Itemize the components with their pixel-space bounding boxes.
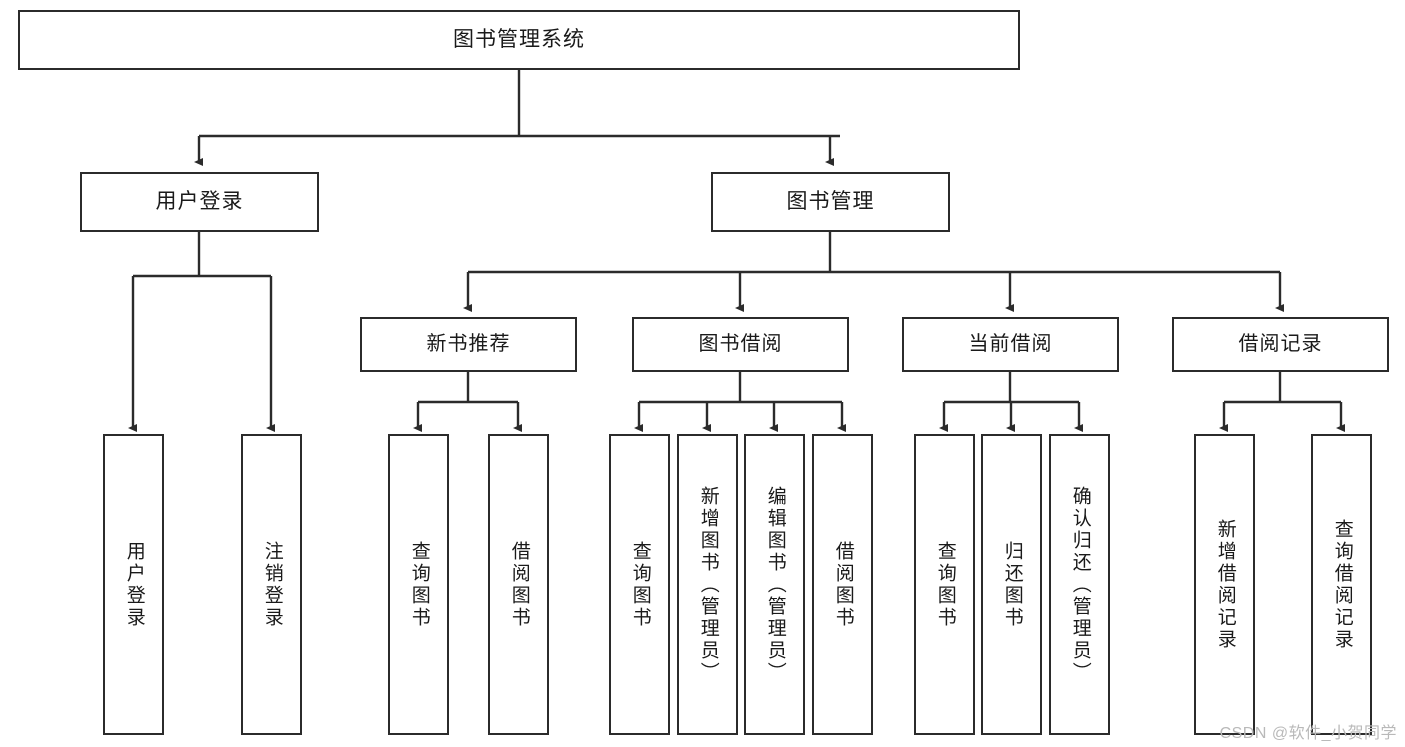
- node-label: 图书管理系统: [453, 27, 585, 51]
- node-book-management[interactable]: 图书管理: [711, 172, 950, 232]
- node-label: 新增借阅记录: [1214, 518, 1236, 651]
- node-label: 用户登录: [155, 189, 244, 213]
- node-label: 注销登录: [261, 540, 283, 629]
- node-label: 查询图书: [934, 540, 956, 629]
- node-leaf-add-book-admin[interactable]: 新增图书（管理员）: [677, 434, 738, 735]
- node-leaf-user-login[interactable]: 用户登录: [103, 434, 164, 735]
- node-label: 编辑图书（管理员）: [764, 485, 786, 684]
- node-label: 用户登录: [123, 540, 145, 629]
- node-leaf-query-book-3[interactable]: 查询图书: [914, 434, 975, 735]
- node-leaf-logout-login[interactable]: 注销登录: [241, 434, 302, 735]
- node-leaf-query-borrow-record[interactable]: 查询借阅记录: [1311, 434, 1372, 735]
- node-label: 图书借阅: [698, 333, 783, 355]
- node-label: 归还图书: [1001, 540, 1023, 629]
- node-root-book-management-system[interactable]: 图书管理系统: [18, 10, 1020, 70]
- node-label: 借阅记录: [1238, 333, 1323, 355]
- node-new-book-recommend[interactable]: 新书推荐: [360, 317, 577, 372]
- node-label: 查询图书: [408, 540, 430, 629]
- node-borrow-record[interactable]: 借阅记录: [1172, 317, 1389, 372]
- node-label: 查询图书: [629, 540, 651, 629]
- node-current-borrow[interactable]: 当前借阅: [902, 317, 1119, 372]
- node-user-login[interactable]: 用户登录: [80, 172, 319, 232]
- node-label: 借阅图书: [508, 540, 530, 629]
- node-label: 图书管理: [786, 189, 875, 213]
- node-leaf-borrow-book-2[interactable]: 借阅图书: [812, 434, 873, 735]
- node-leaf-edit-book-admin[interactable]: 编辑图书（管理员）: [744, 434, 805, 735]
- node-leaf-query-book-2[interactable]: 查询图书: [609, 434, 670, 735]
- node-book-borrow[interactable]: 图书借阅: [632, 317, 849, 372]
- node-leaf-query-book-1[interactable]: 查询图书: [388, 434, 449, 735]
- node-label: 当前借阅: [968, 333, 1053, 355]
- csdn-watermark: CSDN @软件_小贺同学: [1219, 725, 1397, 742]
- node-leaf-confirm-return-admin[interactable]: 确认归还（管理员）: [1049, 434, 1110, 735]
- node-label: 查询借阅记录: [1331, 518, 1353, 651]
- node-leaf-add-borrow-record[interactable]: 新增借阅记录: [1194, 434, 1255, 735]
- node-label: 新增图书（管理员）: [697, 485, 719, 684]
- node-label: 新书推荐: [426, 333, 511, 355]
- node-leaf-return-book[interactable]: 归还图书: [981, 434, 1042, 735]
- node-leaf-borrow-book-1[interactable]: 借阅图书: [488, 434, 549, 735]
- node-label: 确认归还（管理员）: [1069, 485, 1091, 684]
- node-label: 借阅图书: [832, 540, 854, 629]
